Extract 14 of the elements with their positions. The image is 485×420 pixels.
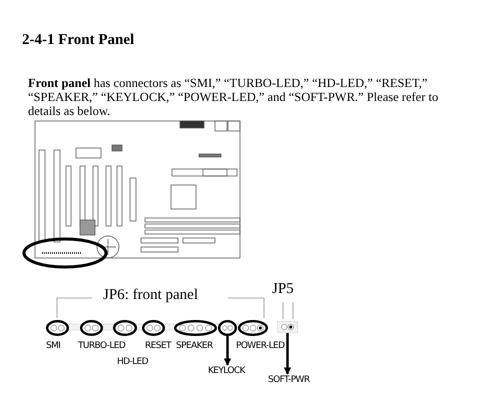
arrow [284,333,292,375]
section-heading: 2-4-1 Front Panel [22,32,134,49]
connector-label: RESET [145,341,171,351]
header-label: JP6: front panel [103,287,198,304]
arrow [224,336,232,366]
connector-label: SOFT-PWR [268,375,310,385]
connector-label: KEYLOCK [208,366,245,376]
intro-paragraph: Front panel has connectors as “SMI,” “TURBO-LED,” “HD-LED,” “RESET,” “SPEAKER,” “KEYLOCK,” “POWER-LED,” and “SOFT-PWR.” Please refer to details as below. [28,76,440,118]
connector-label: POWER-LED [236,341,284,351]
header-label: JP5 [272,281,294,298]
connector-label: TURBO-LED [78,341,126,351]
connector-label: SPEAKER [176,341,213,351]
connector-label: HD-LED [117,357,148,367]
connector-label: SMI [46,341,60,351]
